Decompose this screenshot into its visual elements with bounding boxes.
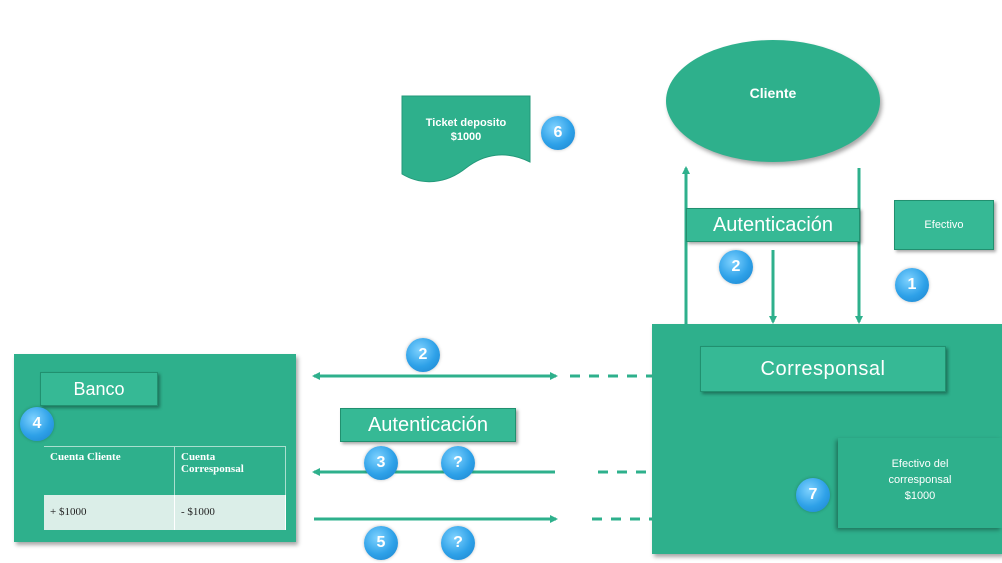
badge-bottom-left: 5 — [364, 526, 398, 560]
badge-bottom-right: ? — [441, 526, 475, 560]
banco-label: Banco — [73, 378, 125, 399]
table-cell-corresponsal: - $1000 — [174, 494, 286, 530]
autenticacion-mid-box: Autenticación — [340, 408, 516, 442]
efectivo-corresponsal-box — [838, 438, 1002, 528]
ticket-node — [401, 95, 531, 183]
table-header-row: Cuenta Cliente Cuenta Corresponsal — [44, 445, 286, 495]
efectivo-box: Efectivo — [894, 200, 994, 250]
cliente-label: Cliente — [749, 85, 797, 101]
autenticacion-top-box: Autenticación — [686, 208, 860, 242]
badge-efectivo: 1 — [895, 268, 929, 302]
badge-efectivo-corresponsal: 7 — [796, 478, 830, 512]
cliente-node: Cliente — [666, 40, 880, 162]
badge-auth-mid-right: ? — [441, 446, 475, 480]
autenticacion-top-label: Autenticación — [712, 213, 834, 236]
table-row: + $1000 - $1000 — [44, 494, 286, 530]
badge-ticket: 6 — [541, 116, 575, 150]
table-header-cuenta-cliente: Cuenta Cliente — [44, 445, 175, 495]
table-cell-cliente: + $1000 — [44, 494, 175, 530]
efectivo-corresponsal-label: Efectivo del corresponsal $1000 — [888, 458, 952, 502]
badge-banco: 4 — [20, 407, 54, 441]
bank-table: Cuenta Cliente Cuenta Corresponsal + $10… — [44, 445, 286, 530]
corresponsal-label-box: Corresponsal — [700, 346, 946, 392]
autenticacion-mid-label: Autenticación — [367, 413, 489, 436]
efectivo-label: Efectivo — [924, 219, 964, 231]
ticket-label: Ticket deposito $1000 — [425, 117, 507, 143]
badge-arrow-top: 2 — [406, 338, 440, 372]
corresponsal-label: Corresponsal — [760, 357, 886, 380]
badge-auth-mid-left: 3 — [364, 446, 398, 480]
banco-label-box: Banco — [40, 372, 158, 406]
table-header-cuenta-corresponsal: Cuenta Corresponsal — [174, 445, 286, 495]
badge-auth-top: 2 — [719, 250, 753, 284]
